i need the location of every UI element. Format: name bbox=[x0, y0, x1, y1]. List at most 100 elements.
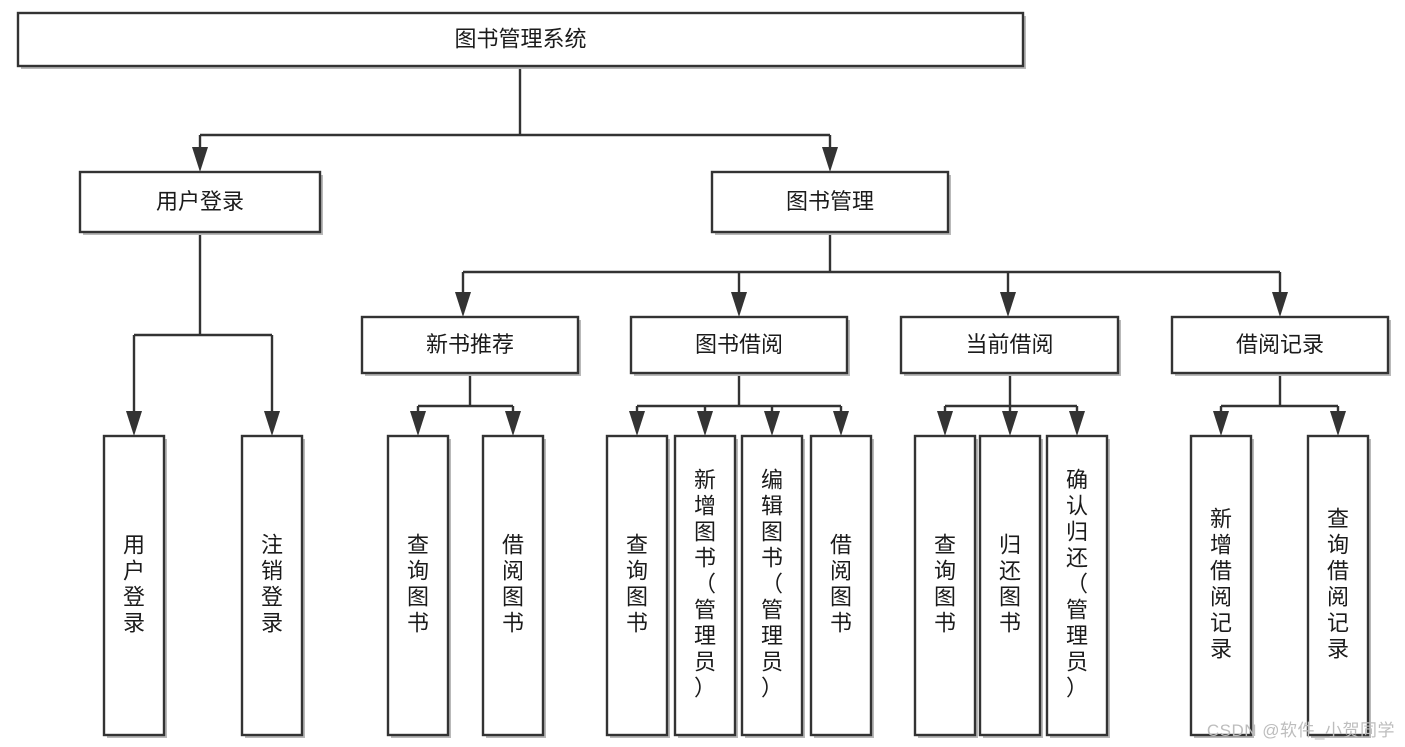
node-box[interactable] bbox=[1045, 434, 1109, 737]
node-label: 用户登录 bbox=[123, 532, 145, 635]
arrow-head-icon bbox=[1213, 411, 1229, 436]
node-label-char: 新 bbox=[694, 467, 716, 492]
node-label-char: 辑 bbox=[761, 493, 783, 518]
node-current-borrow[interactable]: 当前借阅 bbox=[899, 315, 1121, 376]
node-label-char: 借 bbox=[1327, 558, 1349, 583]
node-label-char: 管 bbox=[1066, 597, 1088, 622]
connector-newbook-to-leaves bbox=[410, 373, 521, 436]
node-box[interactable] bbox=[78, 170, 322, 234]
node-box[interactable] bbox=[673, 434, 737, 737]
node-box[interactable] bbox=[16, 11, 1025, 68]
arrow-head-icon bbox=[1272, 292, 1288, 317]
watermark-label: CSDN @软件_小贺同学 bbox=[1206, 721, 1395, 740]
node-label: 图书管理 bbox=[786, 189, 874, 214]
node-box[interactable] bbox=[605, 434, 669, 737]
node-leaf-user-login[interactable]: 用户登录 bbox=[102, 434, 167, 738]
node-label-char: 书 bbox=[934, 610, 956, 635]
node-label-char: 图 bbox=[934, 584, 956, 609]
node-box[interactable] bbox=[1170, 315, 1390, 375]
node-label-char: 录 bbox=[261, 610, 283, 635]
node-label-char: 理 bbox=[694, 623, 716, 648]
node-label-char: （ bbox=[694, 571, 716, 596]
node-box[interactable] bbox=[102, 434, 166, 737]
node-box[interactable] bbox=[360, 315, 580, 375]
node-box[interactable] bbox=[1306, 434, 1370, 737]
node-user-login[interactable]: 用户登录 bbox=[78, 170, 323, 235]
node-box[interactable] bbox=[740, 434, 804, 737]
node-label-char: 记 bbox=[1327, 610, 1349, 635]
node-label-char: 户 bbox=[123, 558, 145, 583]
node-box[interactable] bbox=[710, 170, 950, 234]
node-label-char: 销 bbox=[261, 558, 283, 583]
arrow-head-icon bbox=[629, 411, 645, 436]
arrow-head-icon bbox=[937, 411, 953, 436]
node-label-char: 书 bbox=[407, 610, 429, 635]
arrow-head-icon bbox=[1330, 411, 1346, 436]
node-label: 图书管理系统 bbox=[454, 26, 586, 51]
node-book-borrow[interactable]: 图书借阅 bbox=[629, 315, 850, 376]
node-label-char: 员 bbox=[761, 649, 783, 674]
node-label-char: 图 bbox=[694, 519, 716, 544]
connector-layer bbox=[126, 66, 1346, 436]
node-label-char: 录 bbox=[1327, 636, 1349, 661]
node-root[interactable]: 图书管理系统 bbox=[16, 11, 1026, 69]
node-layer: 图书管理系统用户登录图书管理新书推荐图书借阅当前借阅借阅记录用户登录注销登录查询… bbox=[16, 11, 1391, 738]
node-box[interactable] bbox=[913, 434, 977, 737]
node-label-char: 记 bbox=[1210, 610, 1232, 635]
node-label-char: 新 bbox=[1210, 506, 1232, 531]
node-label-char: 录 bbox=[123, 610, 145, 635]
node-new-book-rec[interactable]: 新书推荐 bbox=[360, 315, 581, 376]
arrow-head-icon bbox=[1002, 411, 1018, 436]
node-label-char: 管 bbox=[694, 597, 716, 622]
node-label-char: 用 bbox=[123, 532, 145, 557]
node-label-char: 查 bbox=[626, 532, 648, 557]
node-box[interactable] bbox=[240, 434, 304, 737]
node-label-char: 还 bbox=[1066, 545, 1088, 570]
node-label-char: 登 bbox=[123, 584, 145, 609]
node-label-char: 询 bbox=[407, 558, 429, 583]
node-box[interactable] bbox=[978, 434, 1042, 737]
arrow-head-icon bbox=[455, 292, 471, 317]
node-box[interactable] bbox=[481, 434, 545, 737]
node-label-char: 阅 bbox=[830, 558, 852, 583]
node-label-char: 图 bbox=[626, 584, 648, 609]
node-label-char: 书 bbox=[694, 545, 716, 570]
node-box[interactable] bbox=[629, 315, 849, 375]
node-label-char: 书 bbox=[999, 610, 1021, 635]
connector-bookmanage-to-level3 bbox=[455, 232, 1288, 317]
node-label-char: 认 bbox=[1066, 493, 1088, 518]
arrow-head-icon bbox=[1069, 411, 1085, 436]
arrow-head-icon bbox=[1000, 292, 1016, 317]
node-label-char: 理 bbox=[1066, 623, 1088, 648]
arrow-head-icon bbox=[833, 411, 849, 436]
node-label-char: 查 bbox=[1327, 506, 1349, 531]
node-box[interactable] bbox=[809, 434, 873, 737]
node-box[interactable] bbox=[386, 434, 450, 737]
node-borrow-record[interactable]: 借阅记录 bbox=[1170, 315, 1391, 376]
node-book-manage[interactable]: 图书管理 bbox=[710, 170, 951, 235]
node-box[interactable] bbox=[899, 315, 1120, 375]
node-box[interactable] bbox=[1189, 434, 1253, 737]
node-label-char: 确 bbox=[1066, 467, 1088, 492]
node-label-char: 员 bbox=[694, 649, 716, 674]
node-label-char: 图 bbox=[407, 584, 429, 609]
